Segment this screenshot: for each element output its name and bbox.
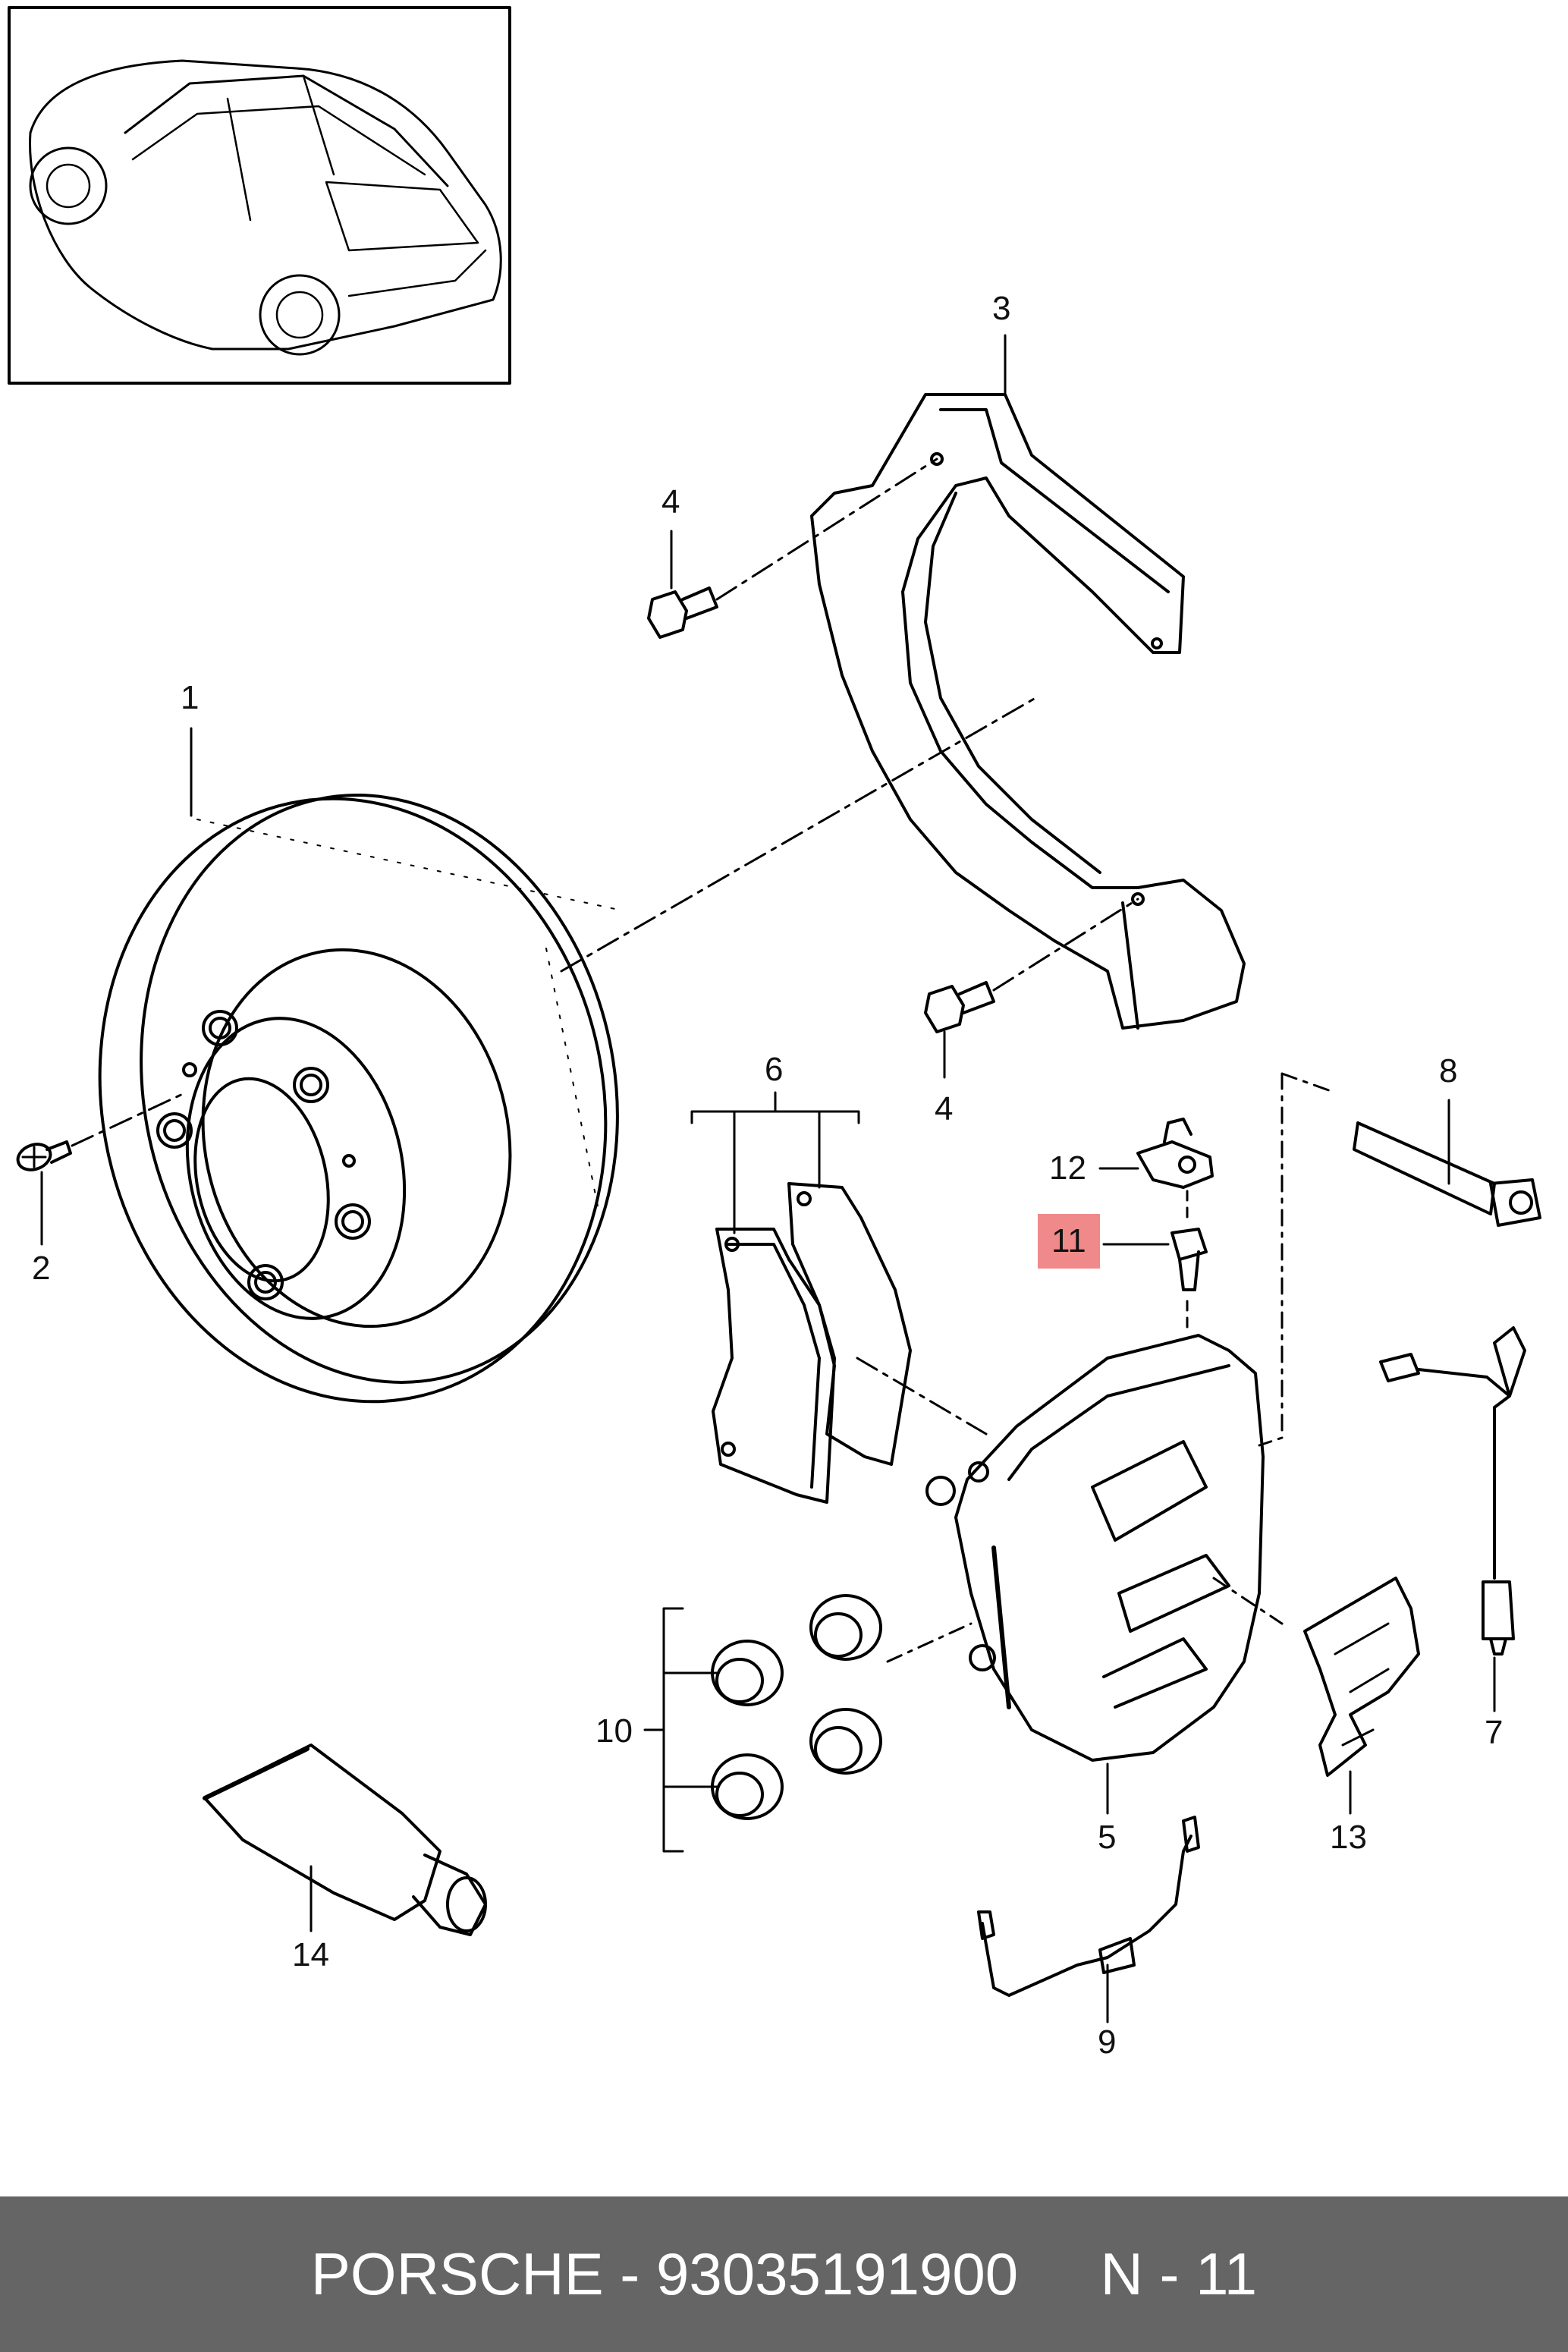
caliper-bolt — [1353, 1121, 1541, 1227]
dust-shield — [810, 393, 1246, 1030]
callout-14: 14 — [292, 1936, 329, 1973]
brake-disc — [98, 794, 623, 1404]
grease-tube — [203, 1744, 487, 1936]
brake-pads — [712, 1182, 912, 1504]
footer-part-number: PORSCHE - 93035191900 N - 11 — [310, 2240, 1258, 2307]
exploded-parts-diagram — [8, 6, 1541, 2023]
bracket-6 — [690, 1091, 860, 1234]
brake-line — [977, 1816, 1200, 1997]
bolt-lower — [924, 981, 995, 1033]
brake-caliper — [925, 1334, 1265, 1762]
bleed-valve — [1171, 1228, 1208, 1291]
bleed-cap — [1136, 1118, 1214, 1189]
bracket-10 — [643, 1607, 718, 1853]
callout-8: 8 — [1439, 1052, 1458, 1090]
bolt-upper — [647, 586, 718, 639]
callout-4-upper: 4 — [661, 483, 680, 520]
callout-2: 2 — [32, 1250, 51, 1287]
callout-4-lower: 4 — [935, 1090, 954, 1127]
wear-sensor — [1379, 1326, 1526, 1656]
callout-9: 9 — [1098, 2023, 1117, 2061]
callout-3: 3 — [992, 290, 1011, 327]
car-thumbnail — [8, 6, 511, 385]
piston-seals — [711, 1594, 882, 1820]
callout-7: 7 — [1485, 1714, 1504, 1751]
callout-12: 12 — [1049, 1149, 1086, 1187]
callout-11-highlighted: 11 — [1038, 1214, 1100, 1269]
callout-13: 13 — [1330, 1819, 1367, 1856]
disc-screw — [16, 1140, 72, 1171]
callout-5: 5 — [1098, 1819, 1117, 1856]
callout-6: 6 — [765, 1051, 784, 1088]
callout-1: 1 — [181, 679, 200, 716]
callout-10: 10 — [595, 1712, 633, 1750]
footer-bar: PORSCHE - 93035191900 N - 11 — [0, 2196, 1568, 2352]
retaining-spring — [1303, 1577, 1420, 1777]
